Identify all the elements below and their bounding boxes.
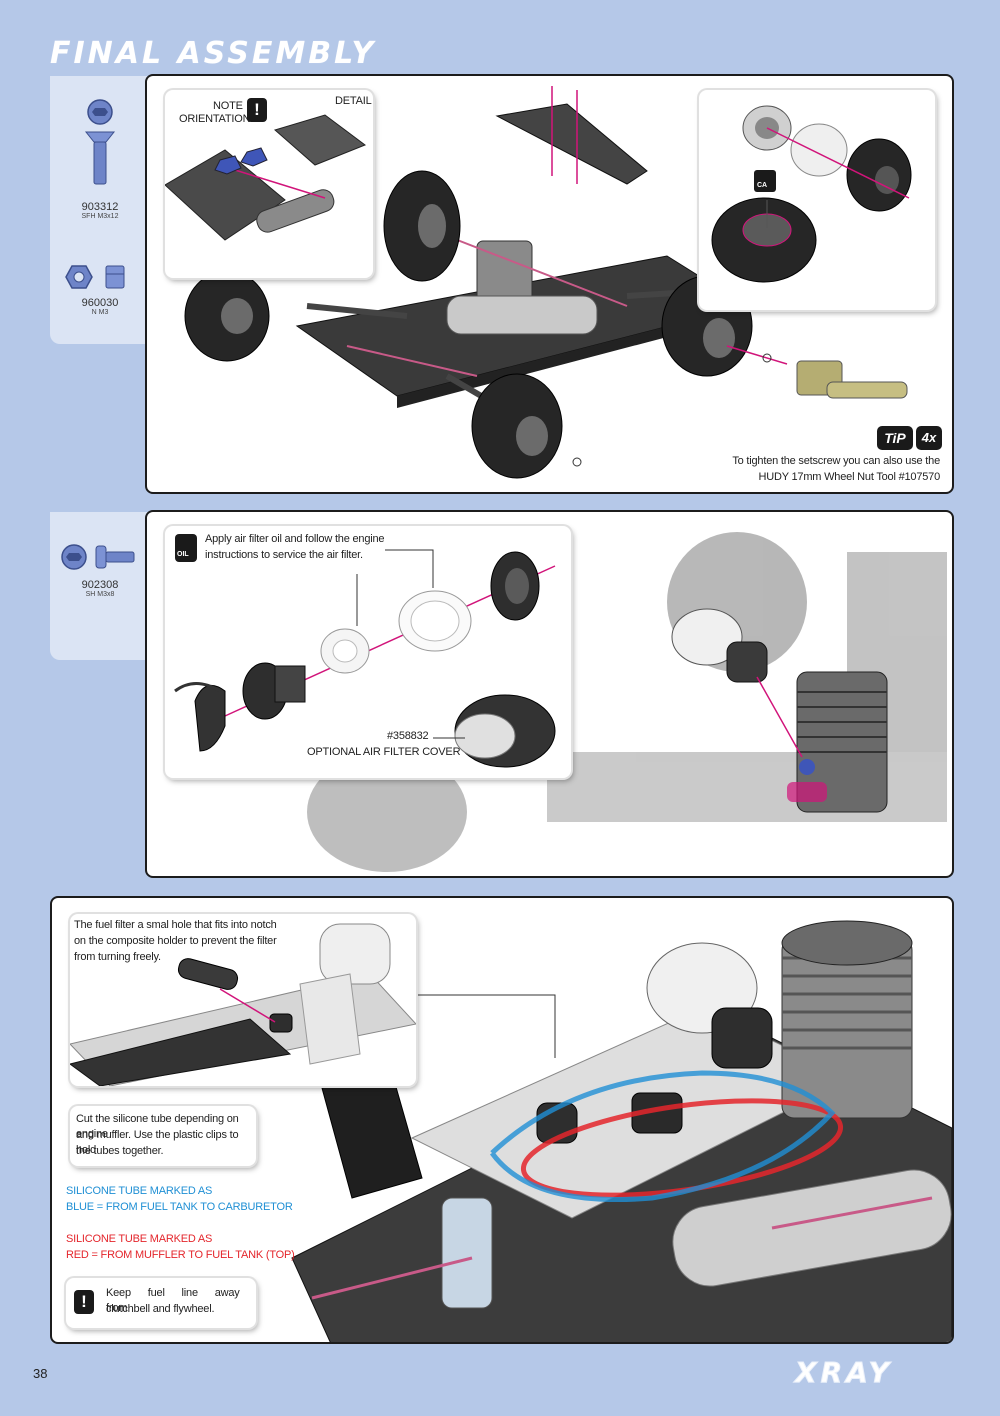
oil-icon — [175, 534, 197, 562]
brand-logo: XRAY — [795, 1356, 893, 1390]
parts-column-step1: 903312 SFH M3x12 960030 N M3 — [50, 76, 150, 344]
car-rear-assembly-illustration — [184, 86, 908, 479]
oil-label: OIL — [177, 551, 189, 558]
part-description: SFH M3x12 — [81, 213, 119, 220]
tube-note-line3: the tubes together. — [76, 1145, 164, 1157]
tip-count-badge: 4x — [916, 426, 942, 450]
part-code: 903312 — [81, 201, 119, 213]
step2-panel: OIL Apply air filter oil and follow the … — [145, 510, 954, 878]
detail-label: DETAIL — [335, 95, 372, 107]
wheel-glue-illustration — [711, 105, 912, 283]
page-number: 38 — [33, 1366, 48, 1381]
fuel-filter-note-line3: from turning freely. — [74, 951, 161, 963]
red-tube-label-line1: SILICONE TUBE MARKED AS — [66, 1233, 213, 1245]
part-description: SH M3x8 — [85, 591, 115, 598]
tip-text-line1: To tighten the setscrew you can also use… — [732, 455, 940, 467]
fuel-filter-note-line1: The fuel filter a smal hole that fits in… — [74, 919, 277, 931]
orientation-label: ORIENTATION — [179, 113, 251, 125]
optional-cover-label: OPTIONAL AIR FILTER COVER — [307, 746, 461, 758]
part-code: 960030 — [81, 297, 119, 309]
detail-inset: DETAIL NOTE ORIENTATION ! — [165, 90, 373, 278]
air-filter-instruction-line2: instructions to service the air filter. — [205, 549, 363, 561]
warning-line1: Keep fuel line away from — [106, 1287, 240, 1314]
optional-part-code: #358832 — [387, 730, 429, 742]
blue-tube-label-line1: SILICONE TUBE MARKED AS — [66, 1185, 213, 1197]
fuel-line-warning-box: ! Keep fuel line away from clutchbell an… — [66, 1278, 256, 1328]
red-tube-label-line2: RED = FROM MUFFLER TO FUEL TANK (TOP) — [66, 1249, 295, 1261]
ca-label: CA — [757, 182, 768, 189]
flat-head-screw-icon — [84, 99, 116, 185]
fuel-filter-holder-illustration — [70, 923, 416, 1086]
nut-icon — [65, 265, 125, 289]
part-960030: 960030 N M3 — [50, 262, 150, 316]
air-filter-parts-illustration — [174, 549, 556, 768]
socket-head-screw-icon — [61, 544, 135, 570]
ca-glue-icon — [754, 170, 776, 192]
wheel-assembly-inset: CA — [699, 90, 935, 310]
air-filter-instruction-line1: Apply air filter oil and follow the engi… — [205, 533, 385, 545]
fuel-line-routing-illustration — [291, 920, 952, 1342]
air-filter-exploded-inset: OIL Apply air filter oil and follow the … — [165, 526, 571, 778]
warning-icon: ! — [247, 98, 267, 122]
note-label: NOTE — [213, 100, 243, 112]
warning-icon: ! — [74, 1290, 94, 1314]
silicone-tube-note-box: Cut the silicone tube depending on engin… — [70, 1106, 256, 1166]
fuel-filter-inset: The fuel filter a smal hole that fits in… — [70, 914, 416, 1086]
engine-air-filter-illustration — [307, 532, 947, 872]
warning-line2: clutchbell and flywheel. — [106, 1303, 215, 1315]
part-902308: 902308 SH M3x8 — [50, 540, 150, 598]
blue-tube-label-line2: BLUE = FROM FUEL TANK TO CARBURETOR — [66, 1201, 293, 1213]
nut-orientation-detail-illustration — [165, 114, 367, 241]
step3-panel: The fuel filter a smal hole that fits in… — [50, 896, 954, 1344]
tip-badge: TiP — [877, 426, 913, 450]
tube-note-line2: and muffler. Use the plastic clips to ho… — [76, 1129, 239, 1156]
part-903312: 903312 SFH M3x12 — [50, 96, 150, 220]
fuel-filter-note-line2: on the composite holder to prevent the f… — [74, 935, 277, 947]
parts-column-step2: 902308 SH M3x8 — [50, 512, 150, 660]
page-title: FINAL ASSEMBLY — [50, 36, 377, 71]
tube-note-line1: Cut the silicone tube depending on engin… — [76, 1113, 239, 1140]
step1-panel: DETAIL NOTE ORIENTATION ! CA TiP 4x To t… — [145, 74, 954, 494]
part-code: 902308 — [81, 579, 119, 591]
part-description: N M3 — [91, 309, 109, 316]
tip-text-line2: HUDY 17mm Wheel Nut Tool #107570 — [758, 471, 940, 483]
